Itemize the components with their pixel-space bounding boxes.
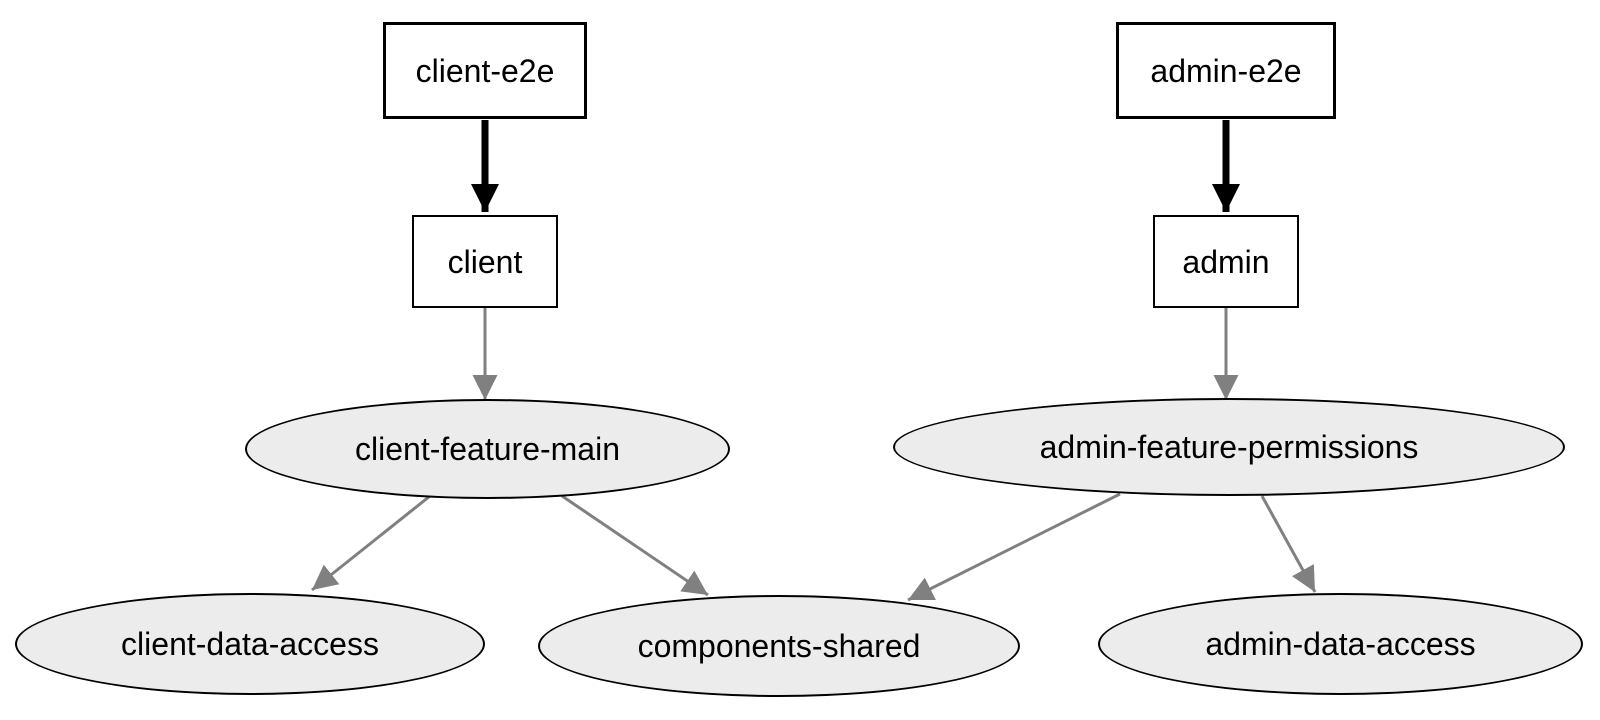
node-admin-e2e: admin-e2e [1116,22,1336,119]
node-admin: admin [1153,215,1299,308]
edge-client-feature-main-to-client-data-access [311,494,431,592]
node-components-shared: components-shared [538,595,1020,697]
node-label: admin [1182,243,1270,280]
node-client-e2e: client-e2e [383,22,587,119]
node-label: admin-e2e [1150,52,1302,89]
node-label: admin-feature-permissions [1039,429,1419,465]
node-admin-data-access: admin-data-access [1098,593,1583,695]
node-client-feature-main: client-feature-main [245,399,730,499]
node-label: client [447,243,523,280]
node-label: components-shared [637,628,921,664]
node-client-data-access: client-data-access [15,593,485,695]
node-label: admin-data-access [1205,626,1476,662]
node-label: client-feature-main [355,431,620,467]
edge-admin-feature-permissions-to-admin-data-access [1260,495,1317,593]
edge-admin-feature-permissions-to-components-shared [907,492,1121,602]
node-client: client [412,215,558,308]
edge-client-feature-main-to-components-shared [561,494,709,597]
node-admin-feature-permissions: admin-feature-permissions [893,398,1565,496]
node-label: client-data-access [121,626,379,662]
node-label: client-e2e [415,52,555,89]
